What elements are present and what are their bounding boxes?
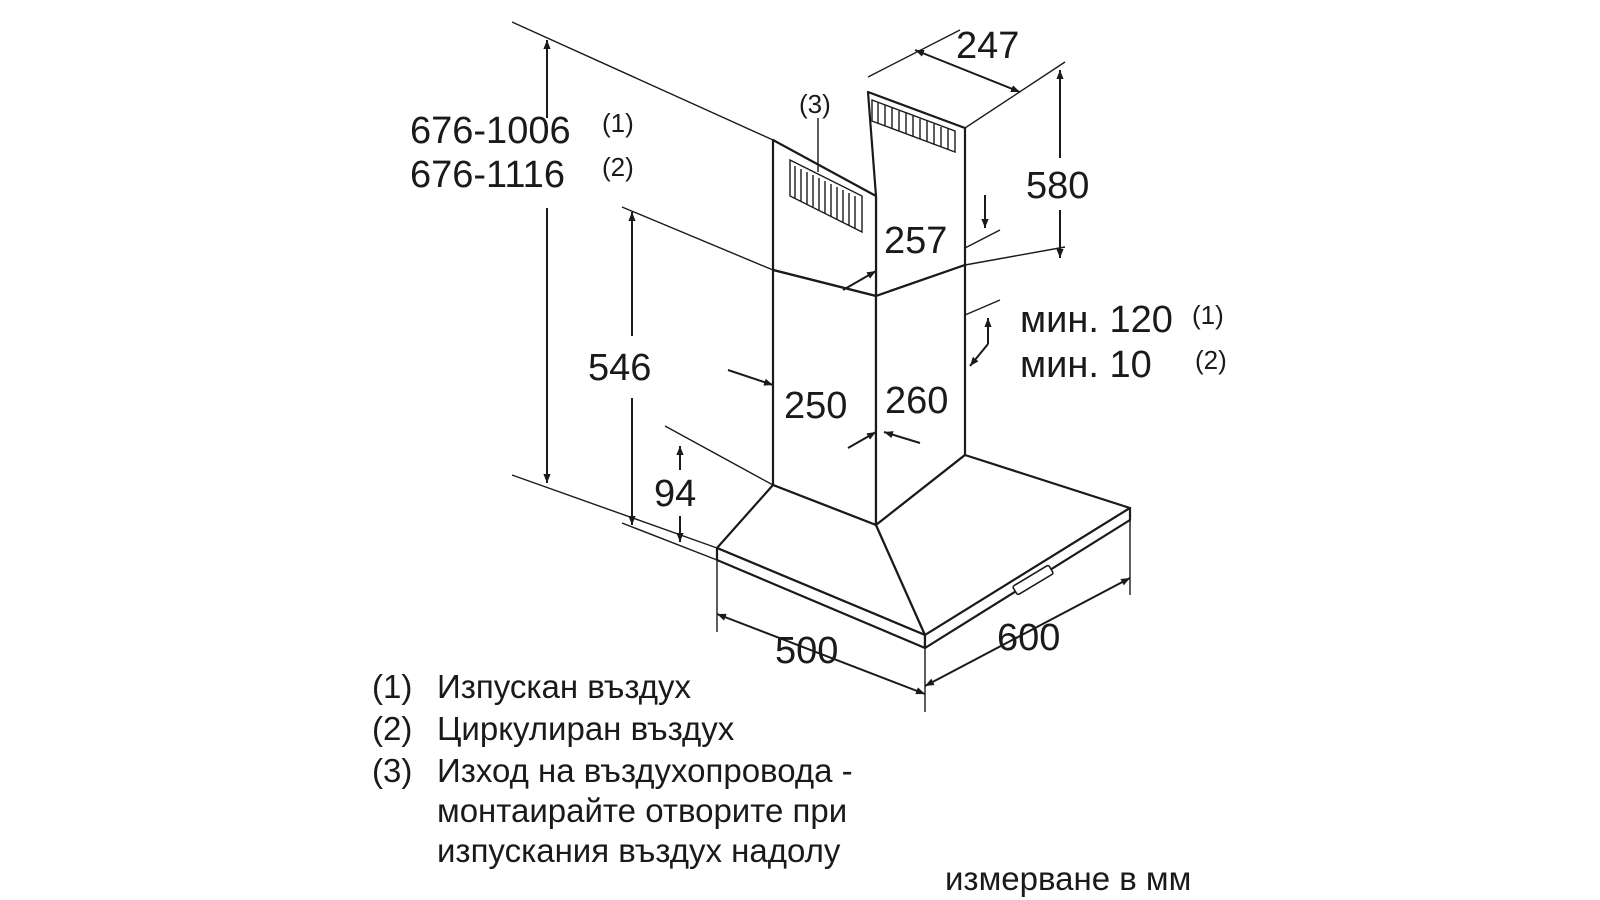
dim-hood-height: 94 xyxy=(654,473,696,515)
dimension-lines xyxy=(543,40,1131,695)
dim-upper-chimney-height: 580 xyxy=(1026,165,1089,207)
dim-hood-width: 600 xyxy=(997,617,1060,659)
dim-upper-chimney-width: 257 xyxy=(884,220,947,262)
dim-min-gap-2: мин. 10 xyxy=(1020,344,1152,386)
dim-total-height-2: 676-1116 xyxy=(410,154,565,196)
legend-text-1: Изпускан въздух xyxy=(437,668,691,705)
dim-hood-depth: 500 xyxy=(775,630,838,672)
dim-lower-height: 546 xyxy=(588,347,651,389)
legend-num-2: (2) xyxy=(372,710,412,747)
legend-num-3: (3) xyxy=(372,752,412,789)
dim-lower-chimney-width: 250 xyxy=(784,385,847,427)
upper-chimney-front-panel xyxy=(771,138,878,298)
legend-text-3-line-2: монтаирайте отворите при xyxy=(437,792,847,829)
units-note: измерване в мм xyxy=(945,860,1191,897)
vent-grille-left xyxy=(789,158,863,234)
dim-total-height-2-ref: (2) xyxy=(602,152,634,182)
outlet-ref-label: (3) xyxy=(799,89,831,119)
legend-text-3-line-1: Изход на въздухопровода - xyxy=(437,752,853,789)
legend-num-1: (1) xyxy=(372,668,412,705)
vent-grille-right xyxy=(871,98,956,154)
dim-total-height-1: 676-1006 xyxy=(410,110,571,152)
dim-min-gap-2-ref: (2) xyxy=(1195,345,1227,375)
dim-min-gap-1-ref: (1) xyxy=(1192,300,1224,330)
dim-lower-chimney-depth: 260 xyxy=(885,380,948,422)
upper-chimney-right-panel xyxy=(866,90,967,298)
extension-lines xyxy=(511,21,1131,712)
legend: (1) Изпускан въздух (2) Циркулиран възду… xyxy=(372,668,853,869)
dim-total-height-1-ref: (1) xyxy=(602,108,634,138)
dim-min-gap-1: мин. 120 xyxy=(1020,299,1173,341)
dim-chimney-top-depth: 247 xyxy=(956,25,1019,67)
legend-text-3-line-3: изпускания въздух надолу xyxy=(437,832,841,869)
legend-text-2: Циркулиран въздух xyxy=(437,710,735,747)
dimension-labels: 676-1006 (1) 676-1116 (2) (3) 247 580 25… xyxy=(410,25,1227,672)
